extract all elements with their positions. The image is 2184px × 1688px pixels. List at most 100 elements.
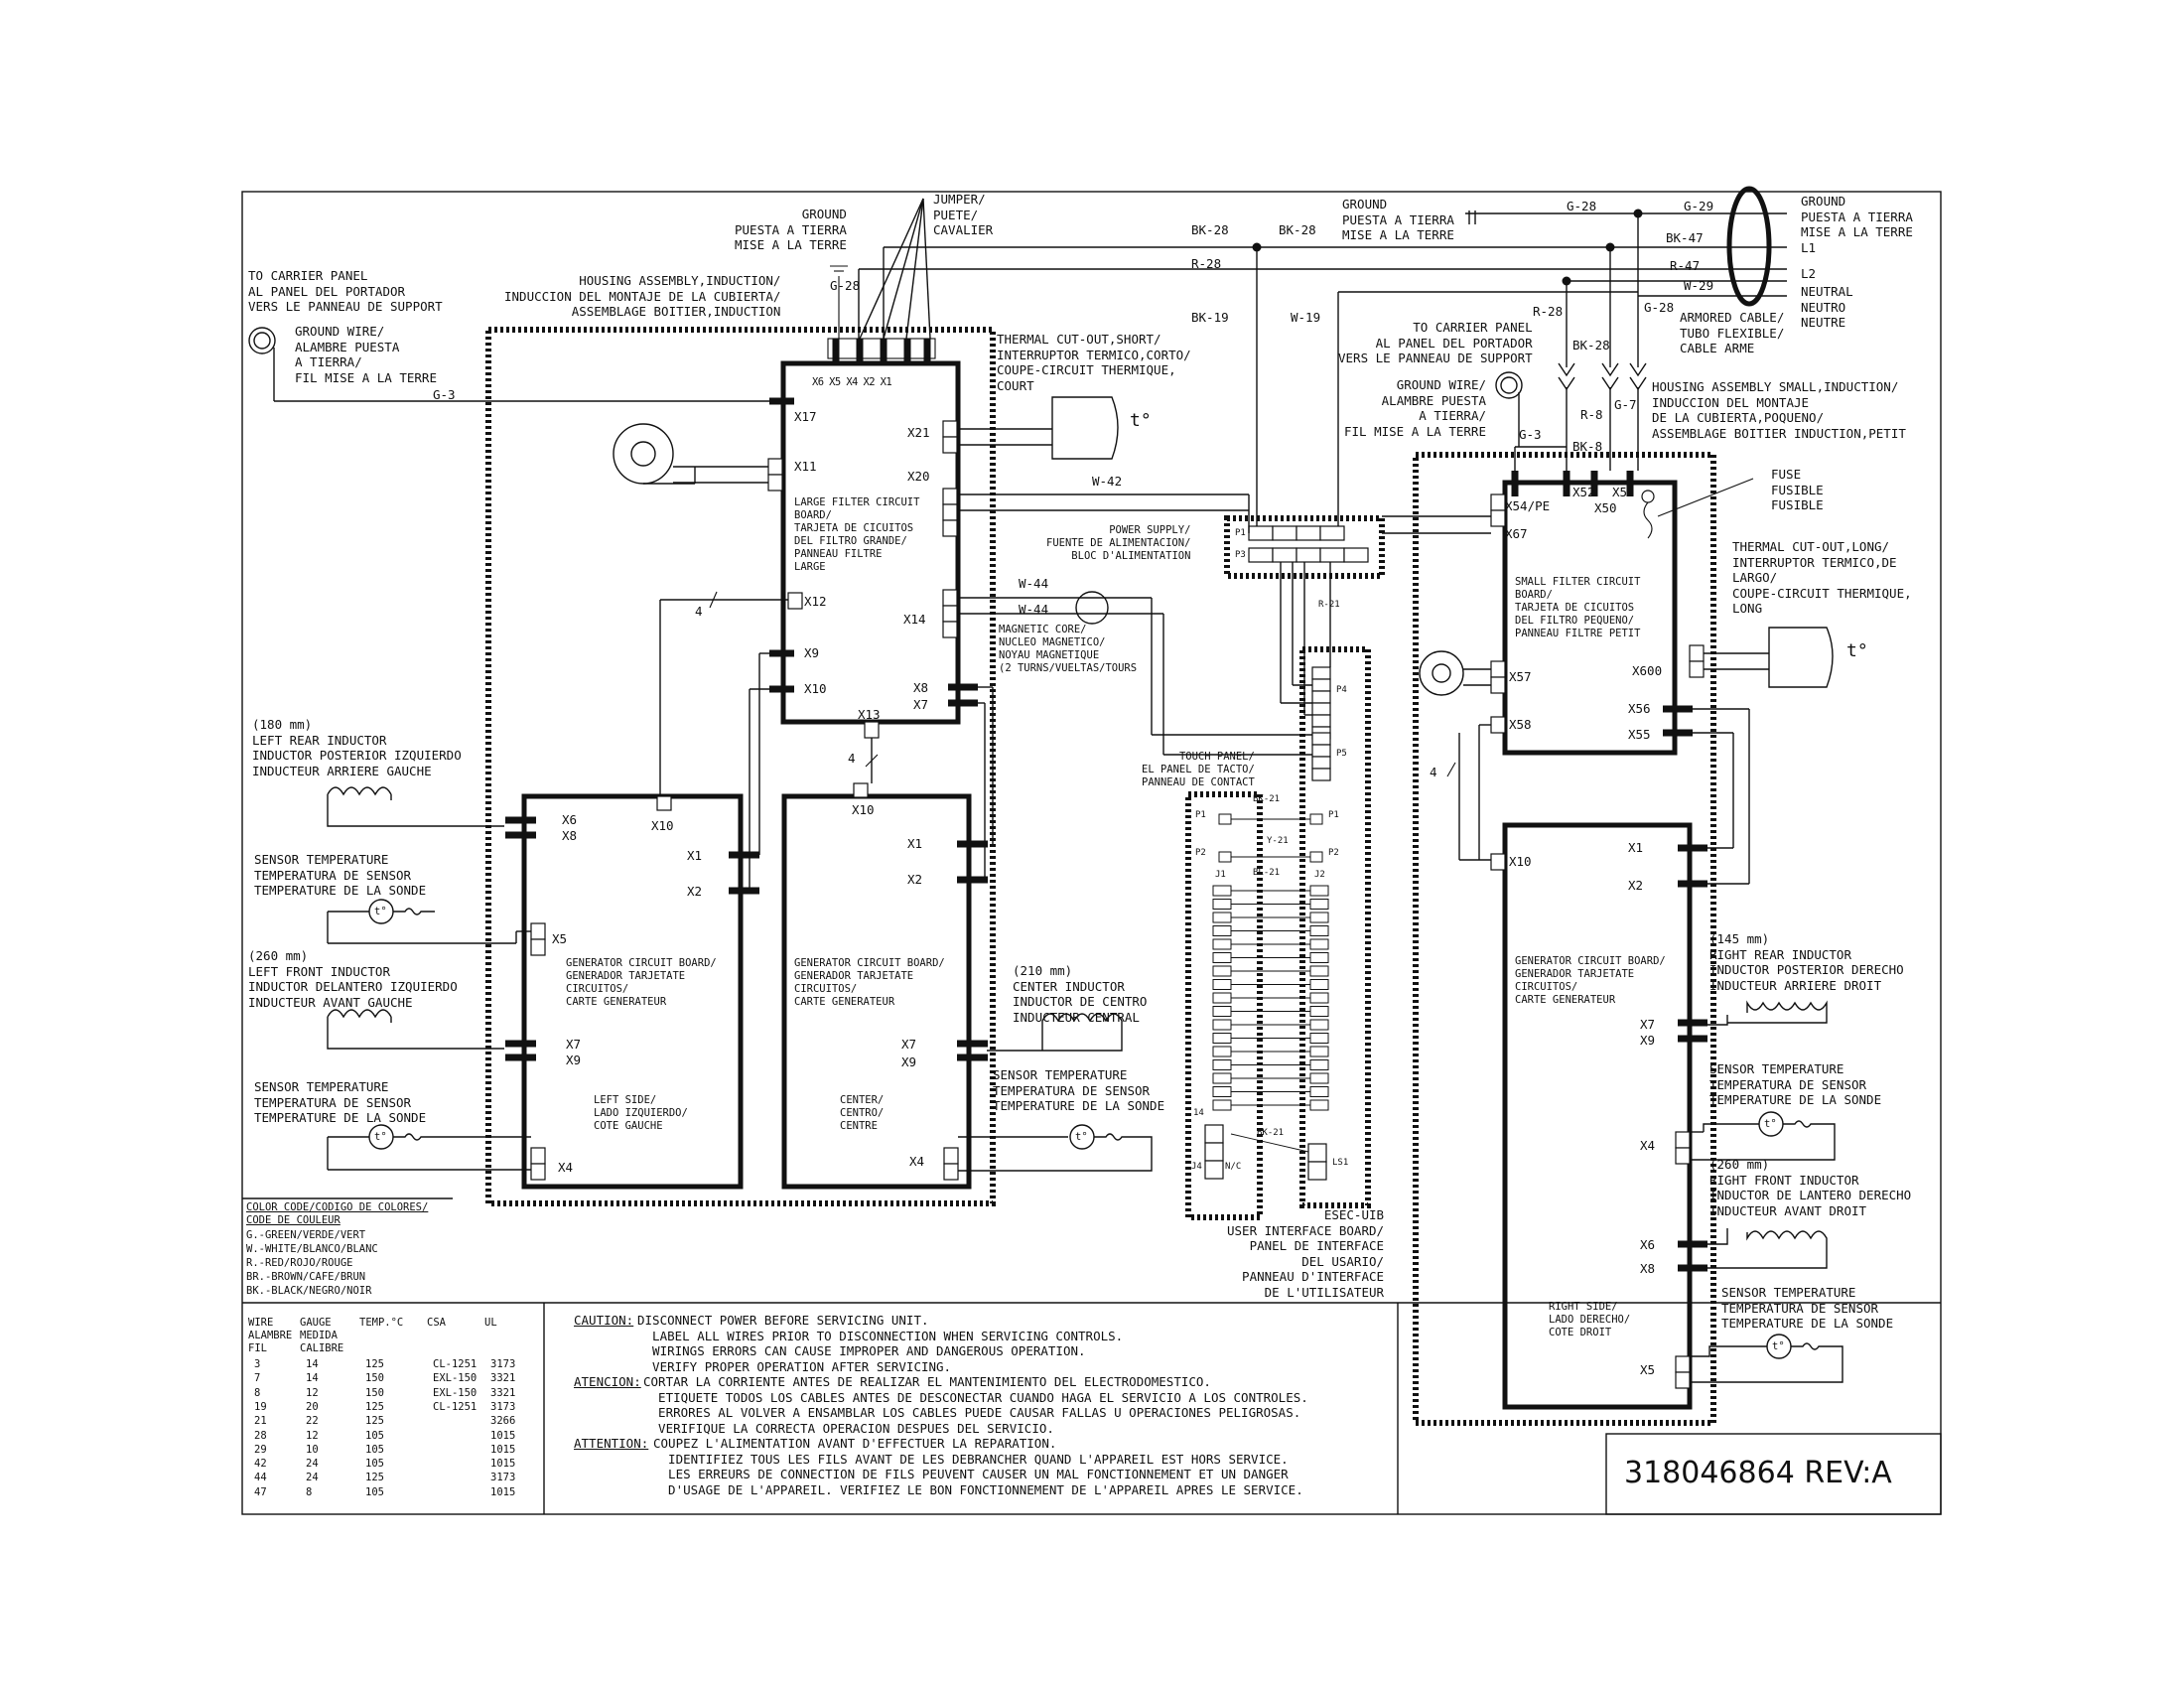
atencion-text: CORTAR LA CORRIENTE ANTES DE REALIZAR EL… [643, 1374, 1308, 1436]
magnetic-core-label: MAGNETIC CORE/ NUCLEO MAGNETICO/ NOYAU M… [999, 624, 1138, 674]
wire-table-cell: CL-1251 [433, 1400, 478, 1413]
color-code-row-3: BR.-BROWN/CAFE/BRUN [246, 1271, 366, 1283]
left-front-inductor-label: (260 mm) LEFT FRONT INDUCTOR INDUCTOR DE… [248, 948, 458, 1010]
j1-pin [1212, 899, 1232, 910]
attention-label: ATTENTION: [574, 1436, 648, 1452]
wire-table-cell: 47 [254, 1485, 267, 1498]
wire-w19: W-19 [1291, 310, 1321, 325]
wire-table-cell: EXL-150 [433, 1386, 478, 1399]
conn-x50: X50 [1594, 500, 1617, 515]
wire-table-cell: 10 [306, 1443, 319, 1456]
wire-table-header-3: CSA [427, 1317, 446, 1329]
wire-table-cell: 22 [306, 1415, 319, 1428]
wire-w42: W-42 [1092, 474, 1123, 489]
thermal-long-label: THERMAL CUT-OUT,LONG/ INTERRUPTOR TERMIC… [1732, 539, 1912, 616]
wires [248, 186, 1834, 891]
j1-pin [1212, 1033, 1232, 1044]
j1-pin [1212, 979, 1232, 990]
gen-center-label: GENERATOR CIRCUIT BOARD/ GENERADOR TARJE… [794, 957, 945, 1008]
j2-pin [1309, 1006, 1329, 1017]
j1-pin [1212, 912, 1232, 923]
center-inductor-label: (210 mm) CENTER INDUCTOR INDUCTOR DE CEN… [1013, 963, 1148, 1025]
wire-table-cell: 3266 [490, 1415, 516, 1428]
wire-table-cell: 125 [365, 1415, 384, 1428]
wire-table-cell: 14 [306, 1372, 319, 1385]
wire-r28-a: R-28 [1191, 256, 1222, 271]
thermal-short-symbol: t° [1130, 410, 1152, 431]
wire-table-cell: 1015 [490, 1485, 516, 1498]
tp-nc: N/C [1225, 1162, 1242, 1172]
conn-x6-right: X6 [1640, 1237, 1656, 1252]
uib-ls1: LS1 [1332, 1158, 1349, 1168]
touch-panel-outline [1185, 791, 1263, 1220]
wire-table-cell: 3321 [490, 1372, 516, 1385]
wire-table-cell: 24 [306, 1458, 319, 1471]
caution-text: DISCONNECT POWER BEFORE SERVICING UNIT. … [637, 1313, 1124, 1374]
conn-x600: X600 [1632, 663, 1663, 678]
wire-table-cell: 20 [306, 1400, 319, 1413]
connector-bars [505, 338, 1707, 1272]
j1-pin [1212, 1086, 1232, 1097]
power-supply-label: POWER SUPPLY/ FUENTE DE ALIMENTACION/ BL… [1046, 524, 1191, 562]
bus-count-right: 4 [1430, 765, 1437, 779]
conn-x9-large: X9 [804, 645, 820, 660]
j1-pin [1212, 1019, 1232, 1031]
wire-table-cell: 28 [254, 1429, 267, 1442]
color-code-row-4: BK.-BLACK/NEGRO/NOIR [246, 1285, 372, 1297]
conn-x10-left: X10 [651, 818, 674, 833]
housing-small-label: HOUSING ASSEMBLY SMALL,INDUCTION/ INDUCC… [1652, 379, 1906, 441]
conn-x2-center: X2 [907, 872, 923, 887]
large-filter-label: LARGE FILTER CIRCUIT BOARD/ TARJETA DE C… [794, 496, 920, 573]
l1-label: L1 [1801, 240, 1817, 255]
wire-table-cell: CL-1251 [433, 1358, 478, 1370]
conn-x20: X20 [907, 469, 930, 484]
j1-pin [1212, 1059, 1232, 1070]
ground-far-label: GROUND PUESTA A TIERRA MISE A LA TERRE [1801, 194, 1913, 239]
wire-bk21-a: BK-21 [1253, 794, 1281, 804]
j2-pin [1309, 1099, 1329, 1111]
fan-right-icon [1419, 650, 1464, 696]
conn-x57: X57 [1509, 669, 1532, 684]
conn-x7-large: X7 [913, 697, 929, 712]
neutral-label: NEUTRAL NEUTRO NEUTRE [1801, 284, 1853, 330]
j1-pin [1212, 1099, 1232, 1111]
touch-panel-label: TOUCH PANEL/ EL PANEL DE TACTO/ PANNEAU … [1142, 751, 1255, 788]
conn-x12: X12 [804, 594, 827, 609]
conn-x10-right: X10 [1509, 854, 1532, 869]
ps-p3: P3 [1235, 550, 1246, 560]
wire-table-cell: 3173 [490, 1472, 516, 1484]
tp-p1: P1 [1195, 810, 1206, 820]
left-ground-wire-label: GROUND WIRE/ ALAMBRE PUESTA A TIERRA/ FI… [295, 324, 437, 385]
wire-table-cell: 125 [365, 1472, 384, 1484]
wire-table-cell: 150 [365, 1386, 384, 1399]
conn-x5-right: X5 [1640, 1362, 1656, 1377]
j1-pin [1212, 1072, 1232, 1084]
wire-r47: R-47 [1670, 258, 1701, 273]
left-rear-inductor-label: (180 mm) LEFT REAR INDUCTOR INDUCTOR POS… [252, 717, 462, 778]
j2-pin [1309, 938, 1329, 950]
uib-j2: J2 [1314, 870, 1325, 880]
conn-x52: X52 [1572, 485, 1595, 499]
ground-right-label: GROUND PUESTA A TIERRA MISE A LA TERRE [1342, 197, 1454, 242]
wire-table-cell: 42 [254, 1458, 267, 1471]
sensor-label-3: SENSOR TEMPERATURE TEMPERATURA DE SENSOR… [993, 1067, 1165, 1113]
connector-boxes [530, 420, 1705, 1389]
conn-x58: X58 [1509, 717, 1532, 732]
color-code-title: COLOR CODE/CODIGO DE COLORES/ CODE DE CO… [246, 1201, 429, 1226]
sensor-symbol-3: t° [1075, 1131, 1088, 1143]
gen-center-board [781, 793, 972, 1190]
j1-pin [1212, 952, 1232, 963]
wire-g7: G-7 [1614, 397, 1637, 412]
j1-pin [1212, 925, 1232, 936]
j2-pin [1309, 952, 1329, 963]
sensor-symbol-5: t° [1772, 1340, 1785, 1352]
conn-x8-right: X8 [1640, 1261, 1656, 1276]
j2-pin [1309, 1046, 1329, 1057]
j2-pin [1309, 899, 1329, 910]
wire-bk19: BK-19 [1191, 310, 1229, 325]
j2-pin [1309, 885, 1329, 897]
wire-bk8: BK-8 [1572, 439, 1603, 454]
conn-x54pe: X54/PE [1505, 498, 1551, 513]
sensor-symbol-4: t° [1764, 1118, 1777, 1130]
left-side-label: LEFT SIDE/ LADO IZQUIERDO/ COTE GAUCHE [594, 1094, 688, 1132]
